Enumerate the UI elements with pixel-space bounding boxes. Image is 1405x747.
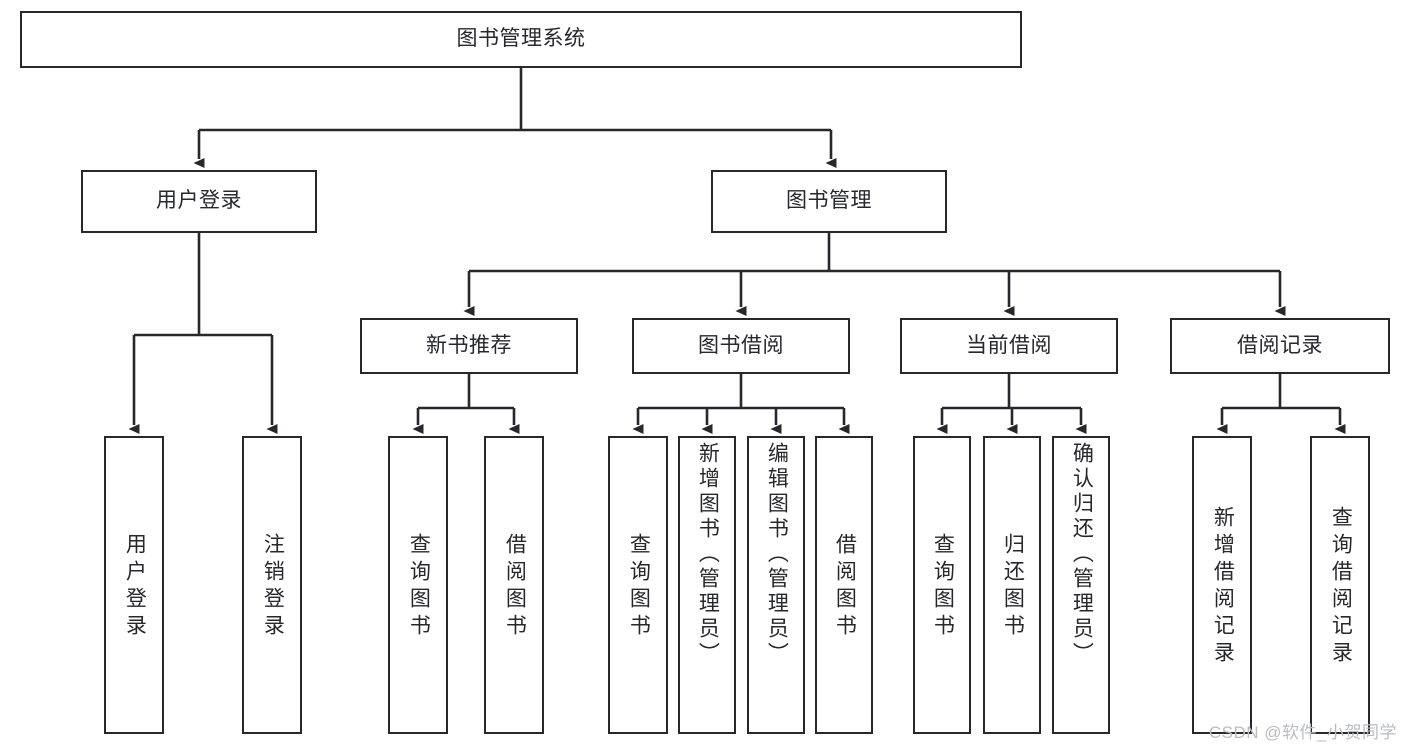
node-leaf-confirm-return-admin[interactable]: 确认归还（管理员） <box>1052 436 1110 734</box>
node-book-borrow[interactable]: 图书借阅 <box>632 318 850 374</box>
node-book-management[interactable]: 图书管理 <box>711 170 947 233</box>
node-leaf-user-login[interactable]: 用户登录 <box>104 436 164 734</box>
node-current-borrow-label: 当前借阅 <box>966 333 1052 357</box>
node-leaf-query-book-borrow-label: 查询图书 <box>627 533 651 641</box>
node-leaf-query-book-current[interactable]: 查询图书 <box>913 436 971 734</box>
node-leaf-edit-book-admin[interactable]: 编辑图书（管理员） <box>747 436 805 734</box>
node-leaf-borrow-book[interactable]: 借阅图书 <box>815 436 873 734</box>
node-borrow-records[interactable]: 借阅记录 <box>1170 318 1390 374</box>
node-root[interactable]: 图书管理系统 <box>20 11 1022 68</box>
node-new-book-recommend-label: 新书推荐 <box>426 333 512 357</box>
node-leaf-query-book-rec[interactable]: 查询图书 <box>388 436 448 734</box>
node-leaf-add-book-admin[interactable]: 新增图书（管理员） <box>678 436 736 734</box>
node-leaf-edit-book-admin-label: 编辑图书（管理员） <box>765 442 789 667</box>
node-leaf-add-book-admin-label: 新增图书（管理员） <box>696 442 720 667</box>
node-leaf-add-borrow-record-label: 新增借阅记录 <box>1211 506 1235 668</box>
node-root-label: 图书管理系统 <box>456 27 586 51</box>
node-leaf-query-book-current-label: 查询图书 <box>931 533 955 641</box>
node-leaf-logout-label: 注销登录 <box>261 533 285 641</box>
node-leaf-query-borrow-record-label: 查询借阅记录 <box>1329 506 1353 668</box>
node-user-login-label: 用户登录 <box>156 189 242 213</box>
node-leaf-query-book-borrow[interactable]: 查询图书 <box>608 436 668 734</box>
node-borrow-records-label: 借阅记录 <box>1237 333 1323 357</box>
node-leaf-return-book-label: 归还图书 <box>1001 533 1025 641</box>
node-leaf-add-borrow-record[interactable]: 新增借阅记录 <box>1192 436 1252 734</box>
node-user-login[interactable]: 用户登录 <box>81 170 317 233</box>
node-leaf-borrow-book-label: 借阅图书 <box>833 533 857 641</box>
node-new-book-recommend[interactable]: 新书推荐 <box>360 318 578 374</box>
node-leaf-query-borrow-record[interactable]: 查询借阅记录 <box>1310 436 1370 734</box>
node-leaf-query-book-rec-label: 查询图书 <box>407 533 431 641</box>
node-leaf-borrow-book-rec[interactable]: 借阅图书 <box>484 436 544 734</box>
csdn-watermark: CSDN @软件_小贺同学 <box>1208 723 1397 742</box>
node-current-borrow[interactable]: 当前借阅 <box>900 318 1118 374</box>
node-leaf-return-book[interactable]: 归还图书 <box>983 436 1041 734</box>
node-leaf-confirm-return-admin-label: 确认归还（管理员） <box>1070 442 1094 667</box>
node-leaf-borrow-book-rec-label: 借阅图书 <box>503 533 527 641</box>
node-book-management-label: 图书管理 <box>786 189 872 213</box>
node-leaf-user-login-label: 用户登录 <box>123 533 147 641</box>
node-book-borrow-label: 图书借阅 <box>698 333 784 357</box>
node-leaf-logout[interactable]: 注销登录 <box>242 436 302 734</box>
